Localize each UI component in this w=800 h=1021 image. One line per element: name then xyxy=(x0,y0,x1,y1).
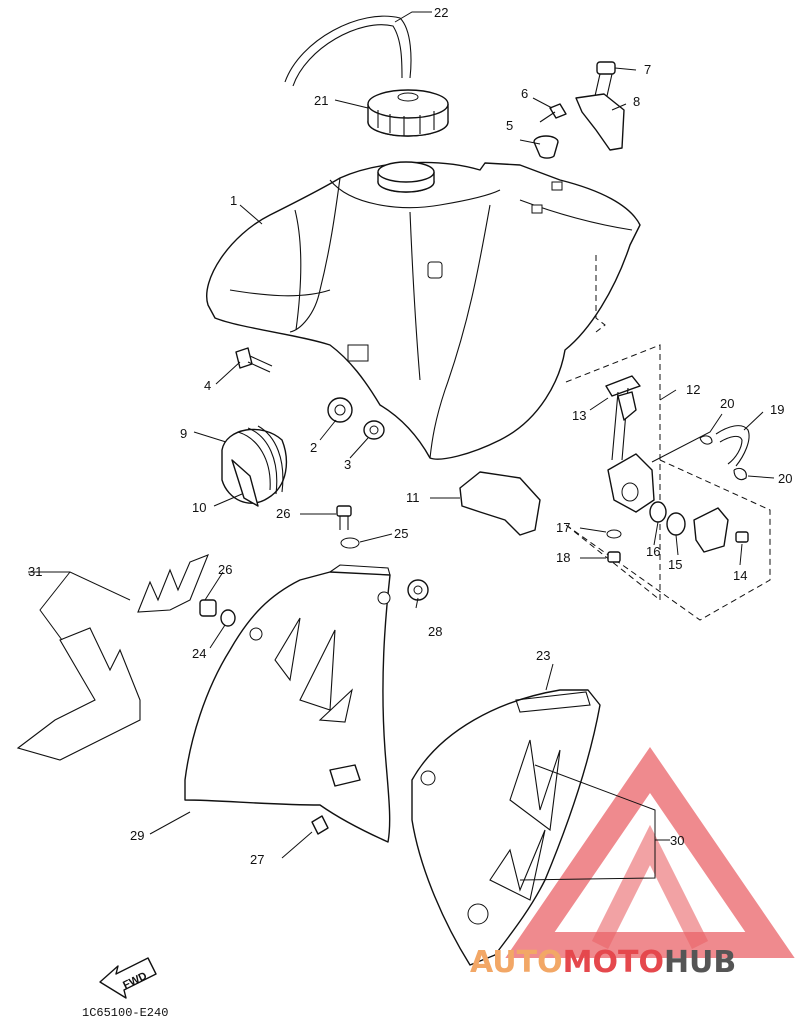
callout-17: 17 xyxy=(556,520,570,535)
callout-11: 11 xyxy=(406,490,420,505)
callout-29: 29 xyxy=(130,828,144,843)
callout-7: 7 xyxy=(644,62,651,77)
callout-23: 23 xyxy=(536,648,550,663)
fuel-cap xyxy=(367,89,449,137)
watermark-auto: AUTO xyxy=(470,945,563,980)
callout-25: 25 xyxy=(394,526,408,541)
callout-30: 30 xyxy=(670,833,684,848)
callout-12: 12 xyxy=(686,382,700,397)
callout-5: 5 xyxy=(506,118,513,133)
callout-31: 31 xyxy=(28,564,42,579)
callout-6: 6 xyxy=(521,86,528,101)
fuel-hose xyxy=(699,425,750,481)
callout-13: 13 xyxy=(572,408,586,423)
side-cover xyxy=(459,471,541,536)
callout-28: 28 xyxy=(428,624,442,639)
callout-19: 19 xyxy=(770,402,784,417)
callout-3: 3 xyxy=(344,457,351,472)
callout-20b: 20 xyxy=(778,471,792,486)
diagram-code: 1C65100-E240 xyxy=(82,1006,168,1020)
watermark-hub: HUB xyxy=(664,945,736,980)
callout-1: 1 xyxy=(230,193,237,208)
breather-hose xyxy=(284,15,412,87)
callout-24: 24 xyxy=(192,646,206,661)
mounting-bolt xyxy=(235,347,273,373)
bracket-and-bolts xyxy=(533,61,625,159)
watermark-logo xyxy=(505,747,795,958)
callout-21: 21 xyxy=(314,93,328,108)
callout-14: 14 xyxy=(733,568,747,583)
forward-arrow: FWD xyxy=(99,957,157,999)
callout-labels: 22 21 1 4 2 3 9 10 11 26 25 26 24 28 31 … xyxy=(28,5,792,867)
callout-2: 2 xyxy=(310,440,317,455)
callout-15: 15 xyxy=(668,557,682,572)
callout-26b: 26 xyxy=(218,562,232,577)
side-decal xyxy=(16,554,209,761)
callout-27: 27 xyxy=(250,852,264,867)
watermark-text: AUTOMOTOHUB xyxy=(470,945,736,980)
side-panel-right xyxy=(411,689,601,966)
fuel-cock-assembly xyxy=(565,255,771,621)
callout-9: 9 xyxy=(180,426,187,441)
callout-16: 16 xyxy=(646,544,660,559)
svg-text:AUTOMOTOHUB: AUTOMOTOHUB xyxy=(470,945,736,980)
callout-20a: 20 xyxy=(720,396,734,411)
callout-8: 8 xyxy=(633,94,640,109)
callout-18: 18 xyxy=(556,550,570,565)
watermark-moto: MOTO xyxy=(563,945,664,980)
dampers xyxy=(327,397,385,440)
side-panel-left xyxy=(184,564,391,843)
callout-4: 4 xyxy=(204,378,211,393)
small-hardware xyxy=(199,505,429,835)
tank-cover xyxy=(221,425,288,507)
leader-lines xyxy=(28,11,775,881)
callout-22: 22 xyxy=(434,5,448,20)
callout-26a: 26 xyxy=(276,506,290,521)
callout-10: 10 xyxy=(192,500,206,515)
fuel-tank xyxy=(206,161,641,460)
